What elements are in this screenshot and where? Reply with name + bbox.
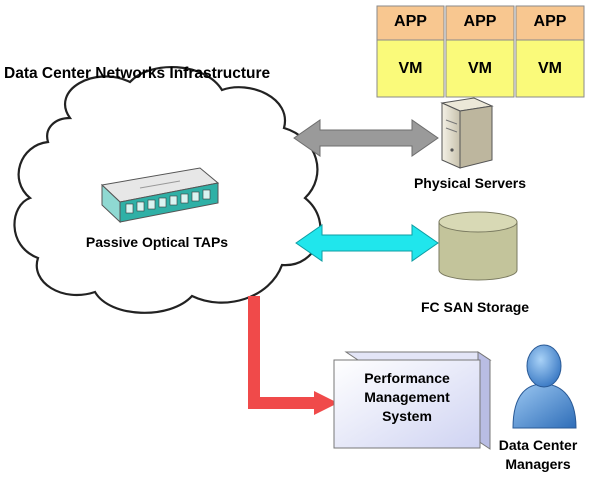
servers-link-arrow [293, 119, 439, 157]
vm-stack-2 [445, 5, 515, 98]
app-label-2: APP [463, 13, 497, 30]
physical-server-icon [440, 97, 494, 169]
pms-box [333, 351, 492, 450]
pms-label-line3: System [382, 408, 432, 424]
vm-stack-1 [376, 5, 445, 98]
physical-servers-label: Physical Servers [413, 175, 527, 191]
vm-box [445, 39, 515, 98]
optical-tap-device-icon [100, 167, 220, 224]
storage-cylinder-icon [438, 211, 518, 281]
person-icon [512, 344, 577, 429]
managers-label-line2: Managers [505, 456, 571, 472]
vm-label-3: VM [538, 60, 562, 77]
app-label-1: APP [394, 13, 427, 30]
vm-label-2: VM [468, 60, 492, 77]
passive-optical-taps-label: Passive Optical TAPs [85, 234, 229, 250]
vm-box [515, 39, 585, 98]
fc-san-storage-label: FC SAN Storage [420, 299, 530, 315]
app-label-3: APP [533, 13, 567, 30]
vm-stack-3 [515, 5, 585, 98]
app-box [376, 5, 445, 41]
vm-label-1: VM [398, 60, 423, 77]
storage-link-arrow [295, 224, 439, 262]
pms-link-arrow [248, 296, 338, 415]
vm-box [376, 39, 445, 98]
managers-label-line1: Data Center [498, 437, 578, 453]
pms-label-line2: Management [364, 389, 450, 405]
diagram-title: Data Center Networks Infrastructure [4, 65, 271, 82]
pms-label-line1: Performance [364, 370, 450, 386]
